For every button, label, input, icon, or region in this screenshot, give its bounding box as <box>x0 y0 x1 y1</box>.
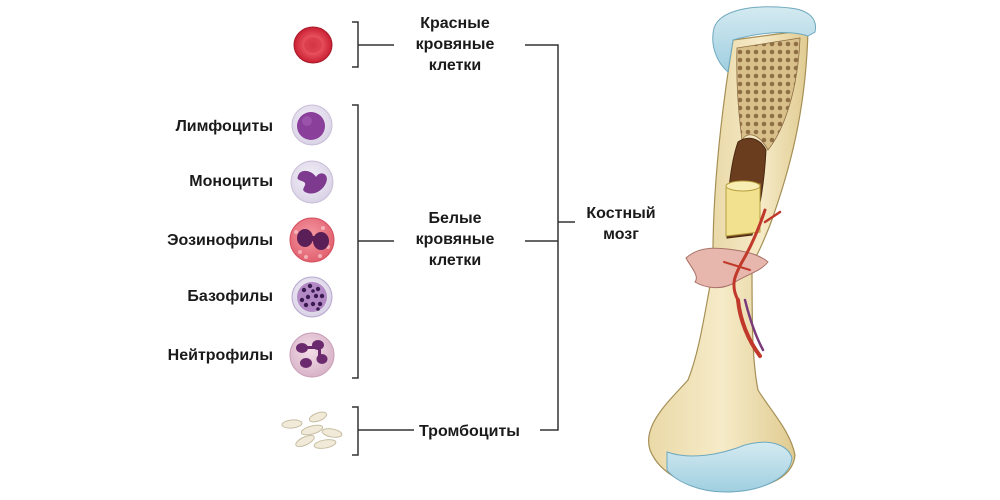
platelets-icon <box>281 411 343 449</box>
marrow-cylinder <box>725 180 761 237</box>
red-blood-cells-label: Красные кровяные клетки <box>415 15 495 74</box>
monocyte-icon <box>290 160 334 204</box>
femur-bone-illustration <box>648 6 817 493</box>
white-blood-cells-label: Белые кровяные клетки <box>415 210 495 269</box>
platelets-label: Тромбоциты <box>419 423 520 440</box>
white-cells-bracket <box>352 104 394 379</box>
bone-marrow-label: Костный мозг <box>586 205 656 243</box>
platelets-bracket <box>352 406 414 456</box>
eosinophil-icon <box>289 217 335 263</box>
red-blood-cell-icon <box>293 26 333 64</box>
basophil-icon <box>291 276 333 318</box>
lymphocyte-icon <box>291 104 333 146</box>
marrow-connector <box>525 44 575 431</box>
red-cells-bracket <box>352 21 394 68</box>
eosinophils-label: Эозинофилы <box>167 232 273 249</box>
neutrophils-label: Нейтрофилы <box>167 347 273 364</box>
monocytes-label: Моноциты <box>189 173 273 190</box>
lymphocytes-label: Лимфоциты <box>175 118 273 135</box>
blood-vessels <box>723 208 782 358</box>
basophils-label: Базофилы <box>187 288 273 305</box>
neutrophil-icon <box>289 332 335 378</box>
